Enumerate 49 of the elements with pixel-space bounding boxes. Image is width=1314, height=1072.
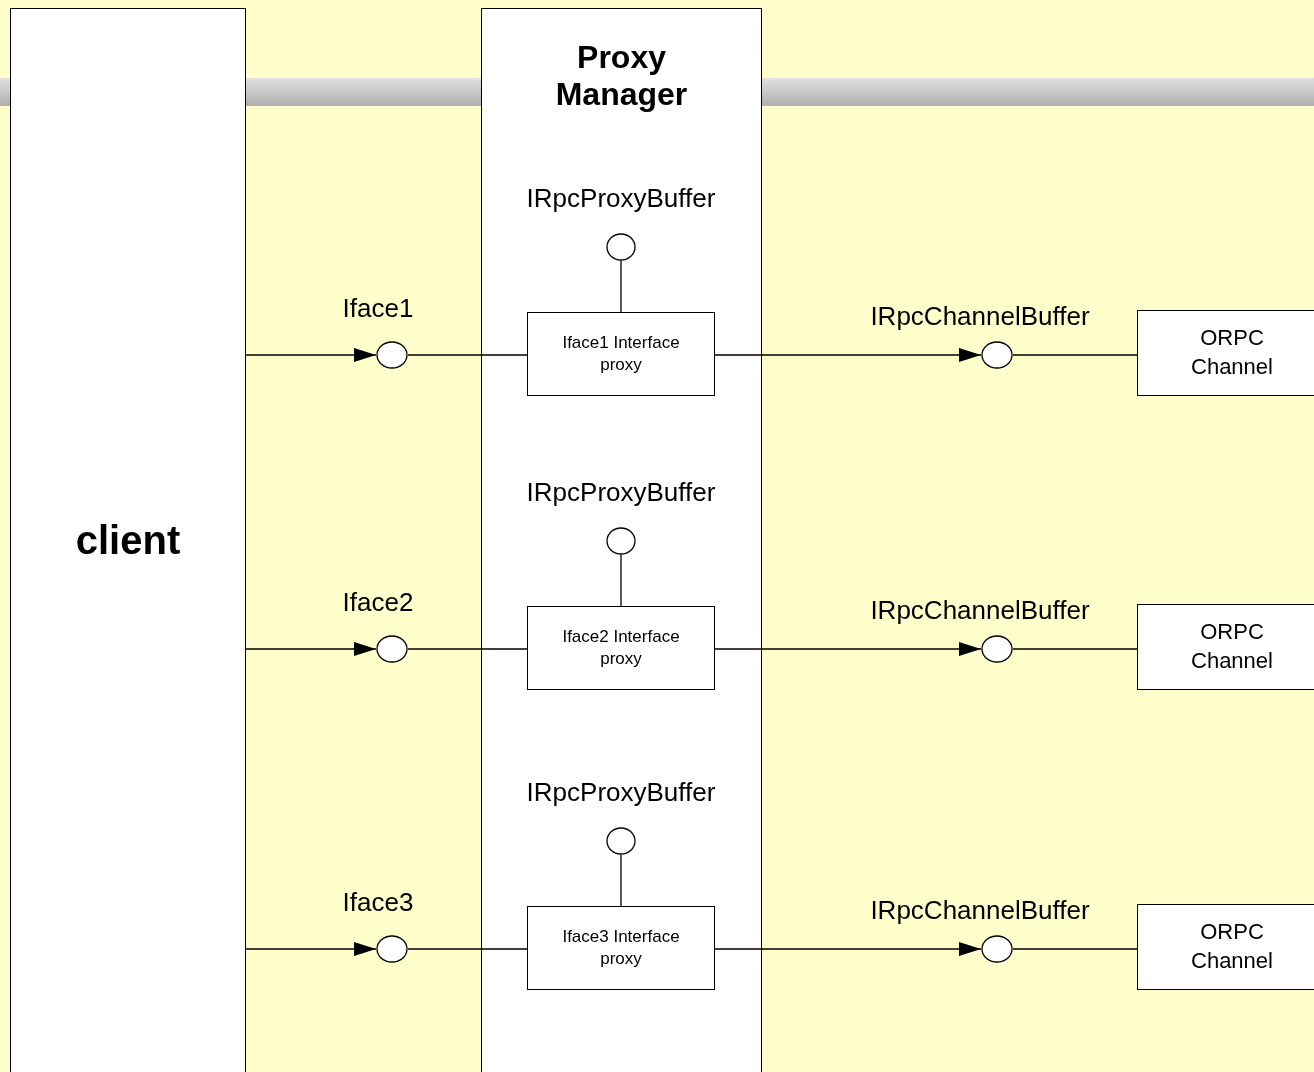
arrow [714,348,982,362]
interface-lollipop [981,341,1013,369]
connector-line [407,648,528,650]
interface-label: IRpcChannelBuffer [870,595,1090,626]
interface-label: Iface2 [342,587,414,618]
channel-label: ORPC Channel [1190,324,1274,381]
interface-label: IRpcProxyBuffer [526,477,716,508]
interface-lollipop [376,935,408,963]
component-box [10,8,246,1072]
proxy-box [527,906,715,990]
connector-line [620,854,622,907]
arrow [245,642,377,656]
channel-label: ORPC Channel [1190,618,1274,675]
proxy-label: Iface3 Interface proxy [561,925,681,970]
interface-lollipop [606,233,636,261]
interface-lollipop [981,935,1013,963]
connector-line [620,554,622,607]
interface-label: IRpcProxyBuffer [526,183,716,214]
interface-label: Iface3 [342,887,414,918]
interface-label: IRpcProxyBuffer [526,777,716,808]
proxy-box [527,312,715,396]
arrow [714,942,982,956]
connector-line [1012,354,1138,356]
connector-line [1012,948,1138,950]
channel-box [1137,904,1314,990]
arrow [245,942,377,956]
connector-line [1012,648,1138,650]
interface-label: IRpcChannelBuffer [870,301,1090,332]
channel-box [1137,310,1314,396]
component-title: client [75,517,181,563]
interface-lollipop [376,635,408,663]
connector-line [620,260,622,313]
connector-line [407,948,528,950]
component-title: Proxy Manager [554,39,689,113]
proxy-box [527,606,715,690]
proxy-label: Iface1 Interface proxy [561,331,681,376]
connector-line [407,354,528,356]
interface-lollipop [606,827,636,855]
component-box [481,8,762,1072]
arrow [714,642,982,656]
channel-label: ORPC Channel [1190,918,1274,975]
interface-label: Iface1 [342,293,414,324]
channel-box [1137,604,1314,690]
proxy-label: Iface2 Interface proxy [561,625,681,670]
interface-lollipop [376,341,408,369]
interface-label: IRpcChannelBuffer [870,895,1090,926]
interface-lollipop [606,527,636,555]
interface-lollipop [981,635,1013,663]
arrow [245,348,377,362]
